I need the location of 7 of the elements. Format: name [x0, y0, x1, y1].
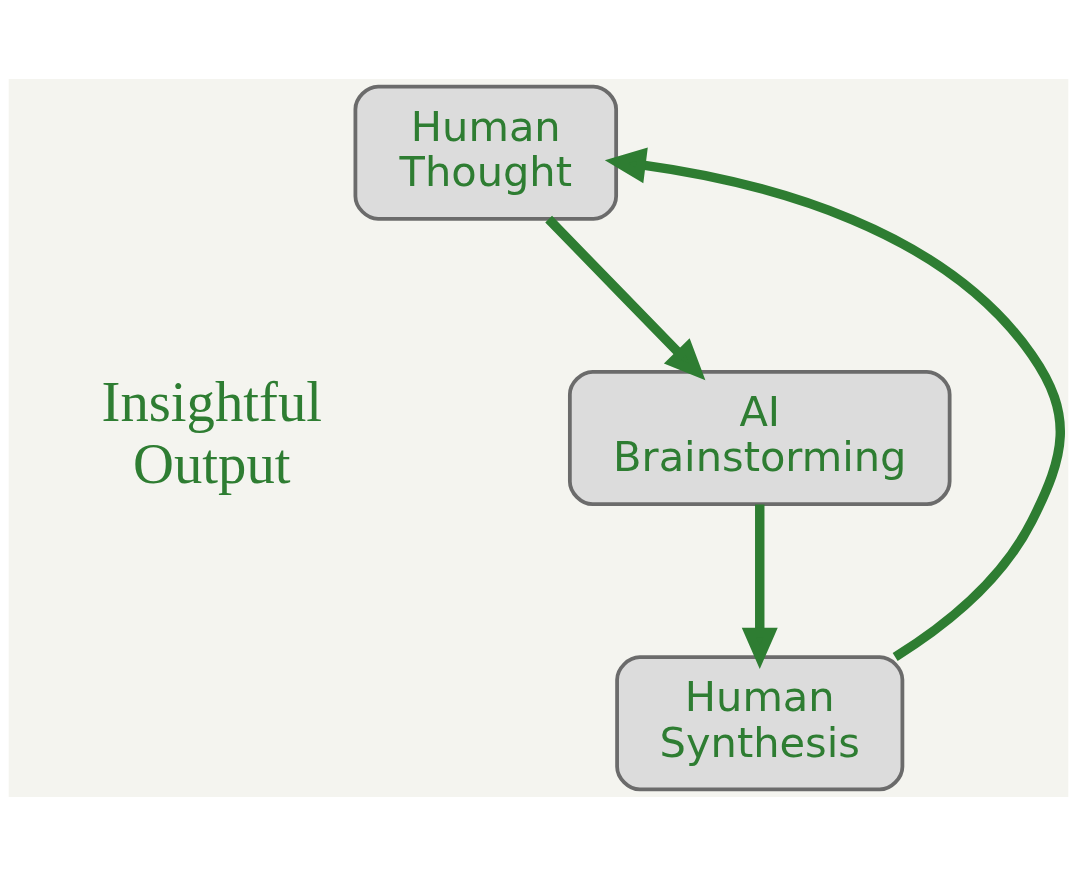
label: Insightful Output — [101, 369, 322, 496]
node-box: Human Thought — [353, 84, 619, 221]
arrow — [545, 215, 706, 381]
node-box: Human Synthesis — [615, 655, 905, 792]
node-box: AI Brainstorming — [567, 370, 952, 506]
arrow — [604, 147, 1065, 661]
arrow — [741, 504, 778, 669]
